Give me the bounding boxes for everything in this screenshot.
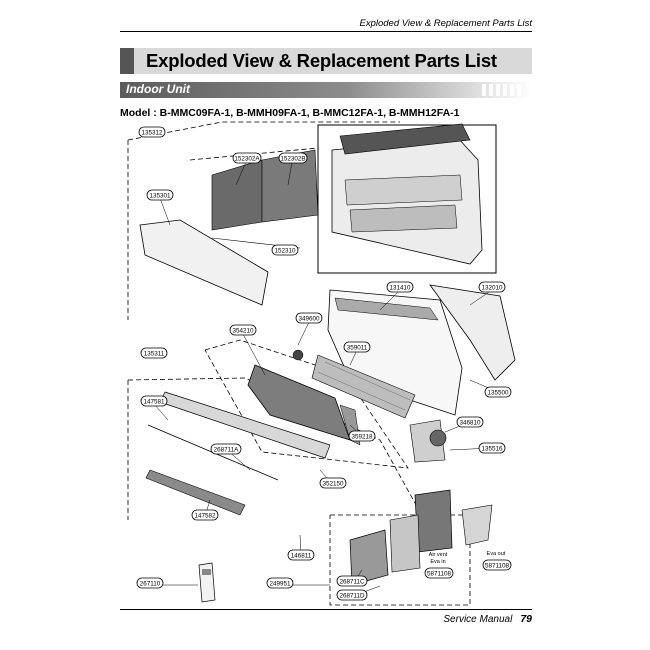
note-air-vent: Air vent <box>429 552 448 558</box>
svg-text:152302A: 152302A <box>234 155 260 162</box>
part-label: 359218 <box>348 430 376 442</box>
svg-text:346810: 346810 <box>459 419 481 426</box>
footer-rule <box>120 609 532 610</box>
svg-text:135500: 135500 <box>487 389 509 396</box>
part-label: 146811 <box>287 549 315 561</box>
part-label: 5871108 <box>482 559 512 571</box>
air-filters <box>211 149 319 249</box>
part-labels: 135312 152302A 152302B 135301 152310 131… <box>136 126 512 601</box>
page-title: Exploded View & Replacement Parts List <box>146 50 497 71</box>
section-bar-stripes <box>482 84 524 96</box>
running-title: Exploded View & Replacement Parts List <box>359 18 533 29</box>
svg-text:249951: 249951 <box>269 580 291 587</box>
svg-text:147582: 147582 <box>194 512 216 519</box>
svg-text:268711C: 268711C <box>339 578 365 585</box>
part-label: 135311 <box>140 347 168 359</box>
part-label: 135500 <box>484 386 512 398</box>
running-header: Exploded View & Replacement Parts List <box>120 18 533 34</box>
svg-text:131410: 131410 <box>389 284 411 291</box>
part-label: 152302B <box>278 152 308 164</box>
front-grille <box>331 123 483 265</box>
part-label: 132010 <box>478 281 506 293</box>
svg-text:268711A: 268711A <box>214 446 240 453</box>
part-label: 147581 <box>140 395 168 407</box>
part-label: 152310 <box>271 244 299 256</box>
part-label: 349600 <box>295 312 323 324</box>
part-label: 135301 <box>146 189 174 201</box>
page-number: 79 <box>520 613 532 625</box>
svg-text:132010: 132010 <box>481 284 503 291</box>
svg-text:135516: 135516 <box>481 445 503 452</box>
page-footer: Service Manual 79 <box>443 613 532 625</box>
svg-text:359011: 359011 <box>347 344 368 351</box>
note-eva-out: Eva out <box>487 551 506 557</box>
model-line: Model : B-MMC09FA-1, B-MMH09FA-1, B-MMC1… <box>120 107 460 119</box>
footer-label: Service Manual <box>443 614 513 625</box>
louver-assembly <box>145 391 331 516</box>
part-label: 268711C <box>336 575 368 587</box>
svg-text:268711D: 268711D <box>339 592 365 599</box>
svg-text:152302B: 152302B <box>280 155 305 162</box>
part-label: 352150 <box>319 477 347 489</box>
svg-text:135311: 135311 <box>144 350 165 357</box>
part-label: 354210 <box>229 324 257 336</box>
svg-text:267110: 267110 <box>140 580 161 587</box>
front-panel <box>139 219 269 306</box>
svg-text:349600: 349600 <box>298 315 320 322</box>
svg-text:152310: 152310 <box>274 247 296 254</box>
svg-text:359218: 359218 <box>351 433 373 440</box>
front-grille-box <box>317 124 497 274</box>
part-label: 5871108 <box>424 567 454 579</box>
svg-text:135301: 135301 <box>149 192 171 199</box>
svg-text:5871108: 5871108 <box>427 570 452 577</box>
part-label: 249951 <box>266 577 294 589</box>
motor-bracket <box>292 349 447 463</box>
part-label: 268711A <box>210 443 242 455</box>
header-rule <box>120 31 532 32</box>
title-accent-block <box>120 48 134 74</box>
part-label: 359011 <box>343 341 371 353</box>
part-label: 152302A <box>232 152 262 164</box>
svg-text:146811: 146811 <box>291 552 312 559</box>
svg-text:352150: 352150 <box>322 480 344 487</box>
part-label: 346810 <box>456 416 484 428</box>
part-label: 147582 <box>191 509 219 521</box>
section-title: Indoor Unit <box>126 82 190 96</box>
svg-text:135312: 135312 <box>141 129 163 136</box>
section-bar: Indoor Unit <box>120 82 532 98</box>
svg-text:5871108: 5871108 <box>485 562 510 569</box>
part-label: 268711D <box>336 589 368 601</box>
part-label: 267110 <box>136 577 164 589</box>
title-bar: Exploded View & Replacement Parts List <box>120 48 532 74</box>
part-label: 135516 <box>478 442 506 454</box>
svg-text:354210: 354210 <box>232 327 254 334</box>
svg-text:147581: 147581 <box>143 398 165 405</box>
part-label: 135312 <box>138 126 166 138</box>
part-label: 131410 <box>386 281 414 293</box>
control-box <box>349 489 493 586</box>
remote-control <box>198 562 216 603</box>
note-eva-in: Eva in <box>430 559 445 565</box>
cross-flow-fan <box>311 354 416 419</box>
